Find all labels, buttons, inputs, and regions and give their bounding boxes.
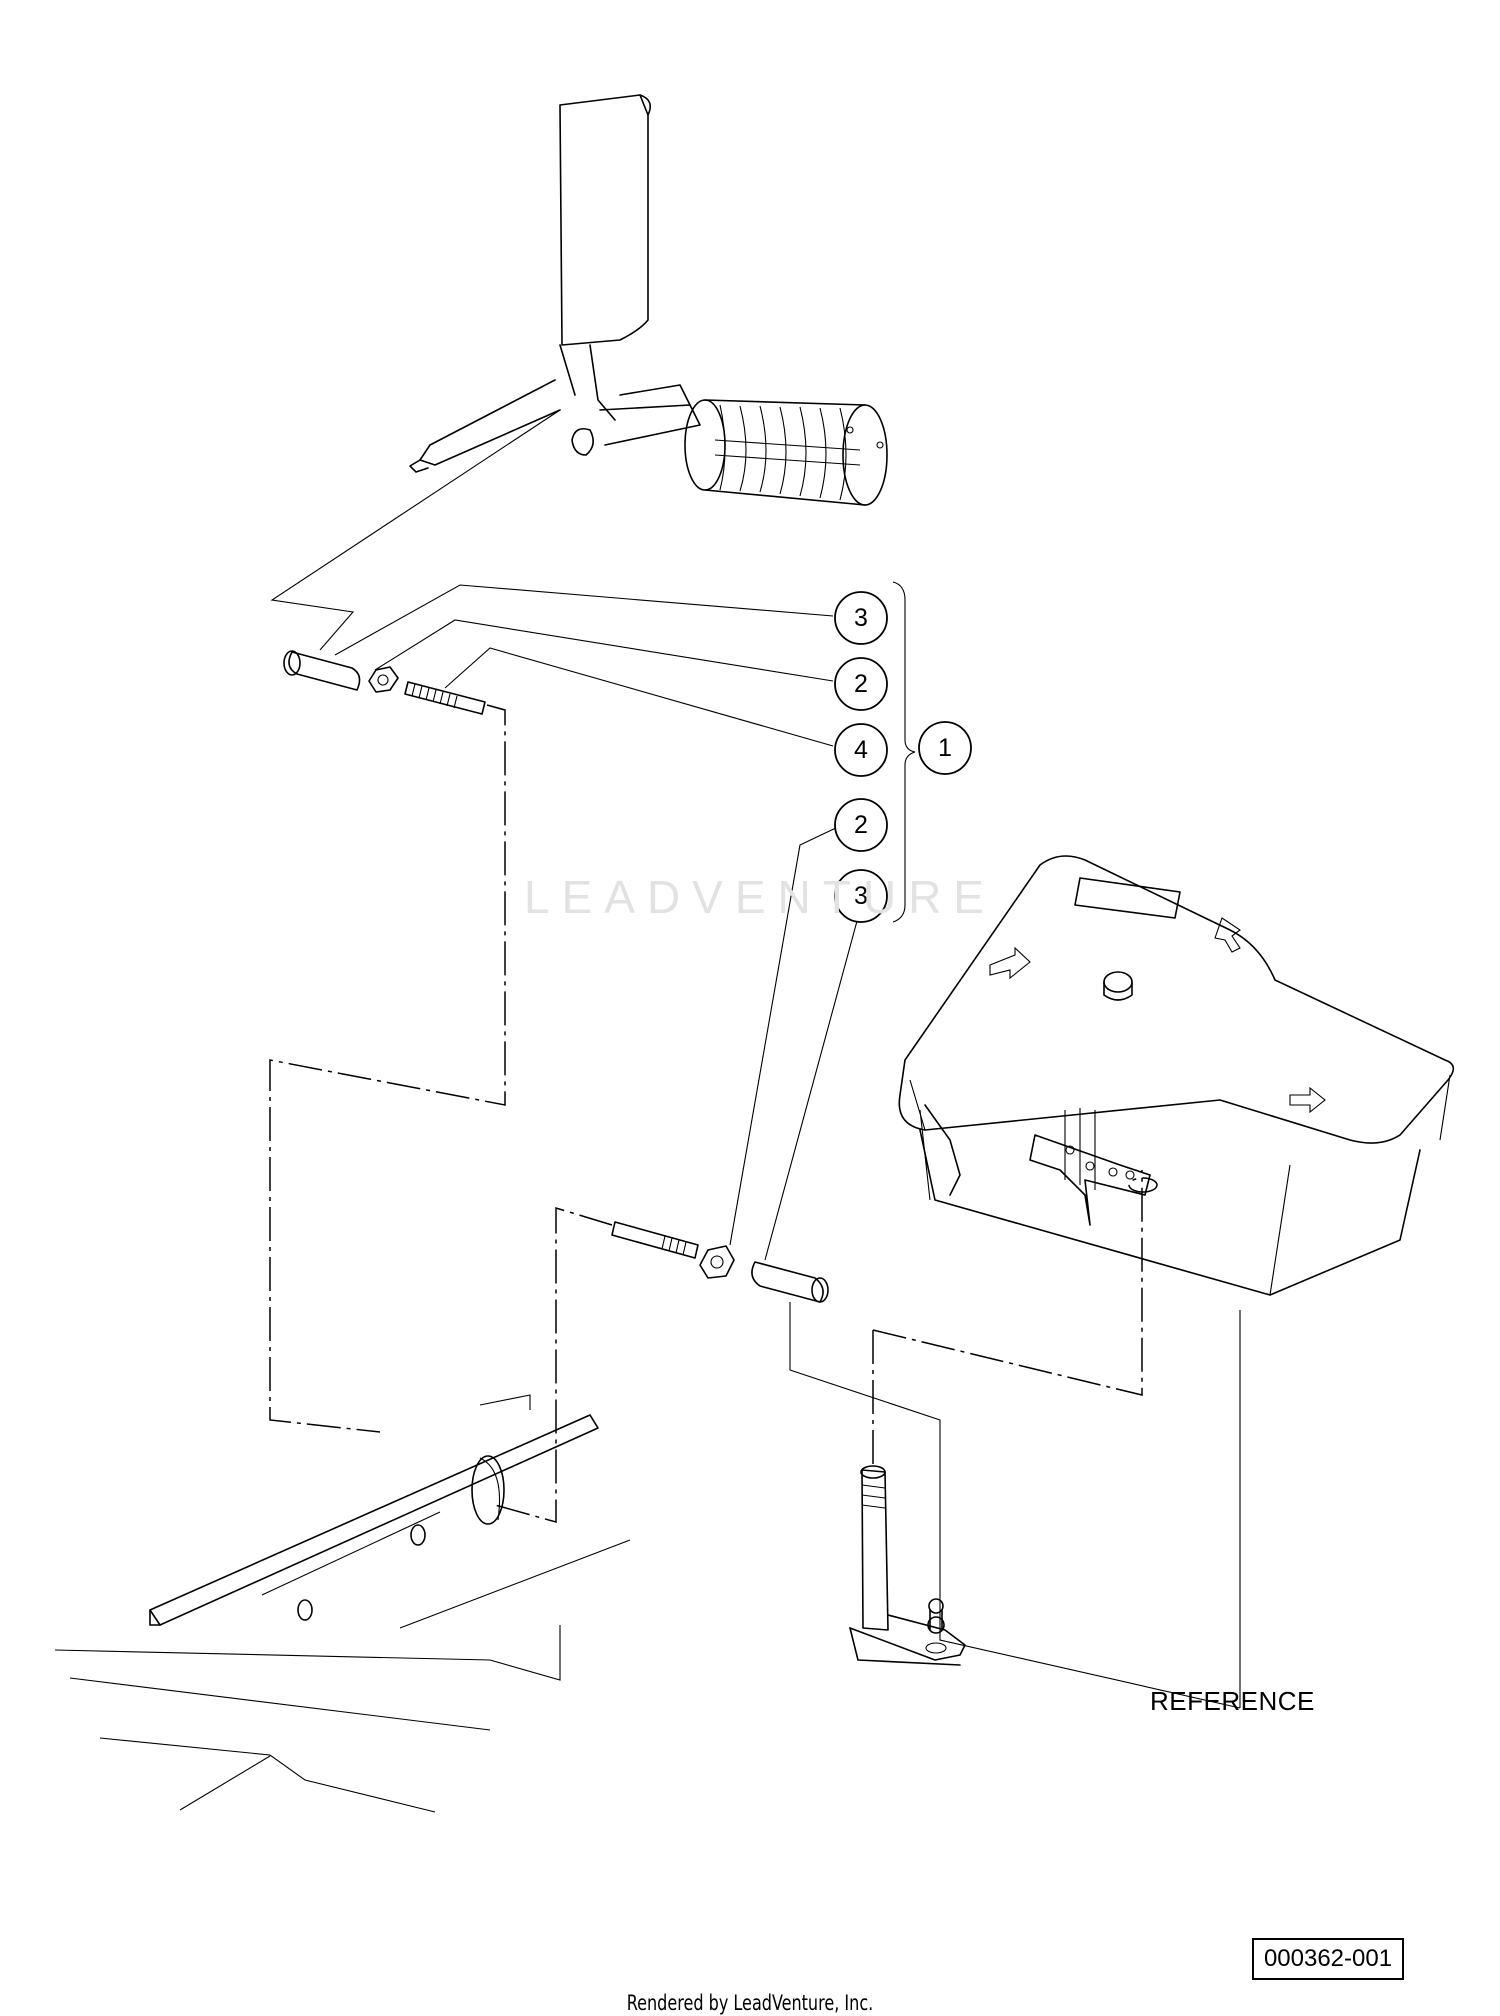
svg-text:3: 3: [854, 604, 868, 632]
svg-text:1: 1: [938, 734, 952, 762]
diagram-code: 000362-001: [1252, 1938, 1404, 1980]
callout-4: 4: [834, 723, 888, 777]
battery-box: [898, 855, 1455, 1296]
callout-2-upper: 2: [834, 657, 888, 711]
svg-text:2: 2: [854, 811, 868, 839]
leader-lines: [270, 409, 1241, 1709]
svg-text:3: 3: [854, 882, 868, 910]
lower-hardware: [611, 1221, 829, 1303]
callout-1: 1: [918, 721, 972, 775]
pedal-assembly: [409, 94, 888, 506]
svg-text:4: 4: [854, 736, 868, 764]
reference-label: REFERENCE: [1150, 1686, 1315, 1716]
frame-rail: [54, 1394, 631, 1813]
footer-credit: Rendered by LeadVenture, Inc.: [626, 1991, 874, 2015]
callout-3-upper: 3: [834, 591, 888, 645]
callout-3-lower: 3: [834, 869, 888, 923]
stud-bracket: [849, 1465, 966, 1666]
callout-2-lower: 2: [834, 798, 888, 852]
upper-hardware: [283, 650, 486, 715]
routing-lines: [269, 704, 1143, 1523]
group-bracket: [892, 581, 916, 923]
svg-text:2: 2: [854, 670, 868, 698]
